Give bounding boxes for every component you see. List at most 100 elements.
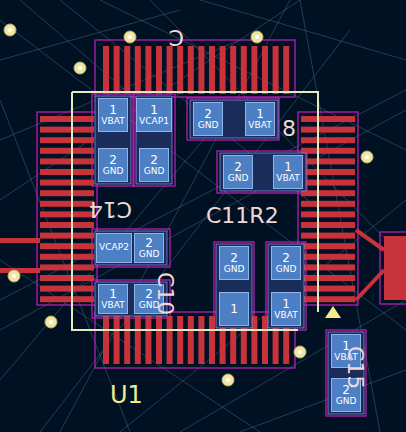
courtyard-outline bbox=[92, 229, 170, 267]
pad-number: 1 bbox=[109, 288, 117, 301]
via bbox=[294, 346, 306, 358]
smd-pad bbox=[251, 46, 257, 94]
capacitor-pad: 2GND bbox=[134, 233, 164, 263]
reference-designator: C bbox=[169, 26, 184, 48]
capacitor-pad: 2GND bbox=[98, 148, 128, 182]
capacitor-body bbox=[136, 96, 172, 184]
smd-pad bbox=[220, 46, 226, 94]
courtyard-outline bbox=[217, 151, 307, 193]
smd-pad bbox=[167, 46, 173, 94]
smd-pad bbox=[40, 127, 94, 133]
pad-number: 2 bbox=[282, 252, 290, 265]
smd-pad bbox=[177, 316, 183, 364]
net-name: GND bbox=[103, 167, 124, 176]
via bbox=[45, 316, 57, 328]
capacitor-pad: 2GND bbox=[139, 148, 169, 182]
smd-pad bbox=[40, 286, 94, 292]
smd-pad bbox=[145, 46, 151, 94]
capacitor-pad: 1VBAT bbox=[245, 102, 275, 136]
smd-pad bbox=[188, 316, 194, 364]
via bbox=[74, 62, 86, 74]
courtyard-outline bbox=[133, 94, 175, 186]
via-hole bbox=[12, 274, 16, 278]
via bbox=[251, 31, 263, 43]
pad-number: 2 bbox=[109, 154, 117, 167]
via-hole bbox=[255, 35, 259, 39]
courtyard-outline bbox=[214, 242, 254, 330]
reference-designator: U1 bbox=[110, 383, 143, 407]
ic-pads bbox=[0, 46, 406, 364]
smd-pad bbox=[103, 316, 109, 364]
ratsnest-line bbox=[300, 0, 380, 432]
via bbox=[4, 24, 16, 36]
via bbox=[222, 374, 234, 386]
smd-pad bbox=[0, 238, 40, 243]
smd-pad bbox=[188, 46, 194, 94]
smd-pad bbox=[301, 243, 355, 249]
net-name: VBAT bbox=[274, 311, 297, 320]
courtyard-outline bbox=[187, 98, 279, 140]
smd-pad bbox=[145, 316, 151, 364]
ratsnest-line bbox=[60, 0, 320, 210]
smd-pad bbox=[301, 211, 355, 217]
smd-pad bbox=[40, 275, 94, 281]
capacitor-bodies bbox=[95, 96, 364, 414]
smd-pad bbox=[301, 254, 355, 260]
smd-pad bbox=[273, 46, 279, 94]
capacitor-body bbox=[95, 96, 131, 184]
pin-number: 8 bbox=[282, 118, 296, 140]
courtyard-outline bbox=[95, 312, 295, 368]
smd-pad bbox=[301, 116, 355, 122]
capacitor-pad: 1VBAT bbox=[98, 284, 128, 314]
capacitor-body bbox=[95, 231, 167, 265]
smd-pad bbox=[40, 264, 94, 270]
smd-pad bbox=[103, 46, 109, 94]
smd-pad bbox=[114, 46, 120, 94]
smd-pad bbox=[124, 46, 130, 94]
capacitor-pad: 2GND bbox=[193, 102, 223, 136]
smd-pad bbox=[40, 190, 94, 196]
smd-pad bbox=[40, 254, 94, 260]
via-hole bbox=[8, 28, 12, 32]
courtyard-outline bbox=[298, 112, 358, 305]
smd-pad bbox=[177, 46, 183, 94]
pad-number: 2 bbox=[230, 252, 238, 265]
capacitor-pad: VCAP2 bbox=[96, 233, 132, 263]
capacitor-body bbox=[220, 153, 306, 191]
ratsnest-line bbox=[100, 0, 406, 150]
pad-number: 2 bbox=[150, 154, 158, 167]
pad-number: 2 bbox=[204, 108, 212, 121]
net-name: GND bbox=[224, 265, 245, 274]
smd-pad bbox=[301, 222, 355, 228]
reference-designator: C15 bbox=[344, 346, 366, 389]
smd-pad bbox=[40, 148, 94, 154]
smd-pad bbox=[156, 316, 162, 364]
reference-designator: C14 bbox=[89, 198, 132, 220]
smd-pad bbox=[241, 46, 247, 94]
ratsnest-line bbox=[0, 40, 240, 140]
smd-pad bbox=[301, 169, 355, 175]
ratsnest-line bbox=[0, 110, 406, 330]
smd-pad bbox=[0, 268, 40, 273]
capacitor-body bbox=[190, 100, 278, 138]
smd-pad bbox=[40, 137, 94, 143]
smd-pad bbox=[301, 233, 355, 239]
net-name: GND bbox=[144, 167, 165, 176]
ratsnest-line bbox=[0, 10, 180, 60]
smd-pad bbox=[40, 222, 94, 228]
ratsnest-line bbox=[0, 20, 406, 330]
smd-pad bbox=[384, 236, 406, 300]
smd-pad bbox=[167, 316, 173, 364]
via-hole bbox=[49, 320, 53, 324]
smd-pad bbox=[114, 316, 120, 364]
capacitor-pad: 2GND bbox=[271, 246, 301, 280]
smd-pad bbox=[40, 180, 94, 186]
courtyard-outline bbox=[95, 40, 295, 97]
net-name: GND bbox=[336, 397, 357, 406]
smd-pad bbox=[40, 158, 94, 164]
smd-pad bbox=[301, 190, 355, 196]
capacitor-pad: 2GND bbox=[219, 246, 249, 280]
net-name: GND bbox=[228, 174, 249, 183]
net-name: VCAP1 bbox=[139, 117, 169, 126]
